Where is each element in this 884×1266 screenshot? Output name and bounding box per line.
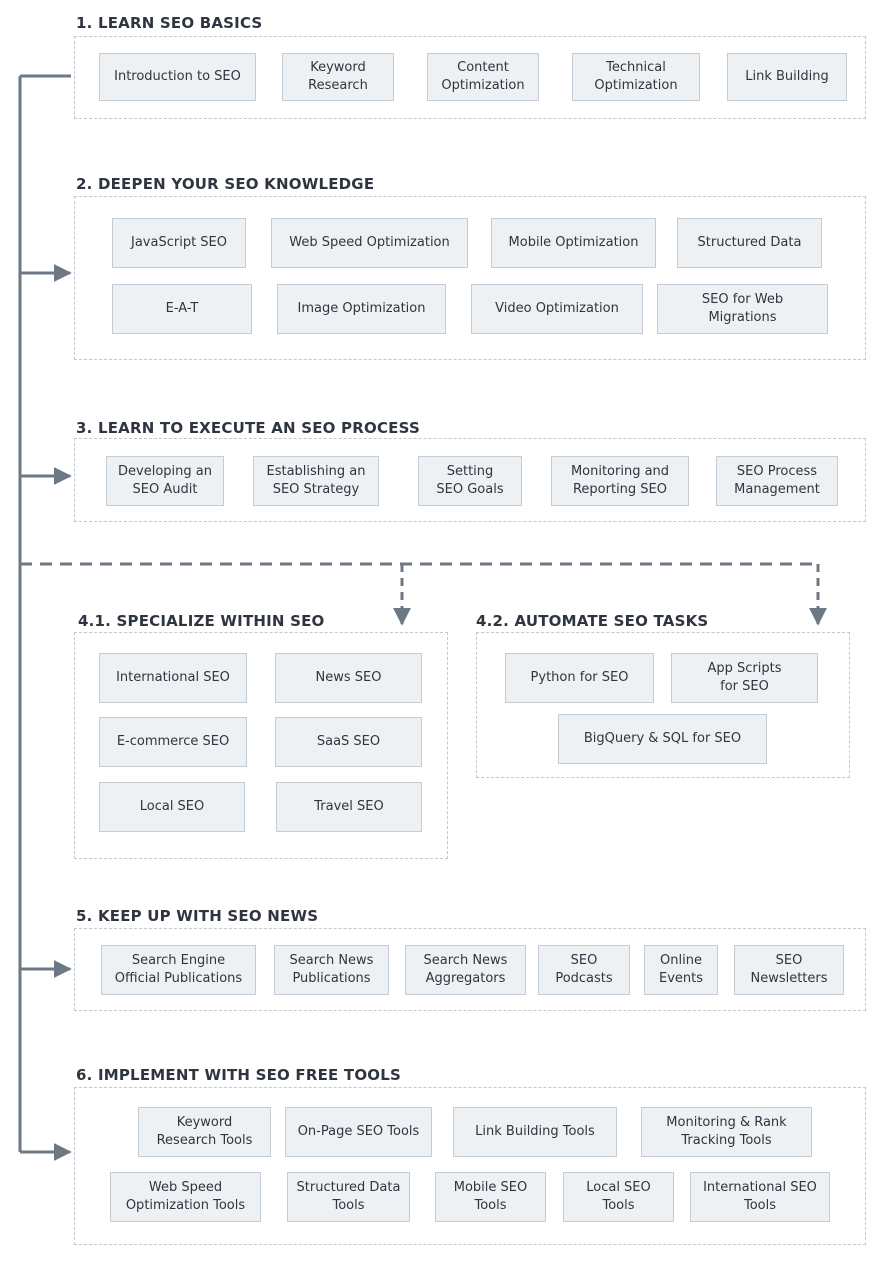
section-6-heading: 6. IMPLEMENT WITH SEO FREE TOOLS: [76, 1066, 402, 1084]
node-seo-process-management[interactable]: SEO Process Management: [716, 456, 838, 506]
section-4-1-heading: 4.1. SPECIALIZE WITHIN SEO: [78, 612, 325, 630]
node-search-news-aggregators[interactable]: Search News Aggregators: [405, 945, 526, 995]
node-search-engine-official-publications[interactable]: Search Engine Official Publications: [101, 945, 256, 995]
node-online-events[interactable]: Online Events: [644, 945, 718, 995]
node-python-for-seo[interactable]: Python for SEO: [505, 653, 654, 703]
node-setting-seo-goals[interactable]: Setting SEO Goals: [418, 456, 522, 506]
node-establishing-seo-strategy[interactable]: Establishing an SEO Strategy: [253, 456, 379, 506]
node-structured-data[interactable]: Structured Data: [677, 218, 822, 268]
node-search-news-publications[interactable]: Search News Publications: [274, 945, 389, 995]
node-international-seo[interactable]: International SEO: [99, 653, 247, 703]
section-1-heading: 1. LEARN SEO BASICS: [76, 14, 263, 32]
section-4-2-container: [476, 632, 850, 778]
node-travel-seo[interactable]: Travel SEO: [276, 782, 422, 832]
node-e-a-t[interactable]: E-A-T: [112, 284, 252, 334]
node-link-building[interactable]: Link Building: [727, 53, 847, 101]
node-saas-seo[interactable]: SaaS SEO: [275, 717, 422, 767]
node-international-seo-tools[interactable]: International SEO Tools: [690, 1172, 830, 1222]
section-1-container: [74, 36, 866, 119]
node-keyword-research-tools[interactable]: Keyword Research Tools: [138, 1107, 271, 1157]
node-technical-optimization[interactable]: Technical Optimization: [572, 53, 700, 101]
node-on-page-seo-tools[interactable]: On-Page SEO Tools: [285, 1107, 432, 1157]
section-4-1-container: [74, 632, 448, 859]
section-5-container: [74, 928, 866, 1011]
node-web-speed-optimization-tools[interactable]: Web Speed Optimization Tools: [110, 1172, 261, 1222]
node-seo-newsletters[interactable]: SEO Newsletters: [734, 945, 844, 995]
node-content-optimization[interactable]: Content Optimization: [427, 53, 539, 101]
node-developing-seo-audit[interactable]: Developing an SEO Audit: [106, 456, 224, 506]
node-javascript-seo[interactable]: JavaScript SEO: [112, 218, 246, 268]
section-5-heading: 5. KEEP UP WITH SEO NEWS: [76, 907, 319, 925]
node-local-seo[interactable]: Local SEO: [99, 782, 245, 832]
section-3-heading: 3. LEARN TO EXECUTE AN SEO PROCESS: [76, 419, 420, 437]
node-keyword-research[interactable]: Keyword Research: [282, 53, 394, 101]
node-web-speed-optimization[interactable]: Web Speed Optimization: [271, 218, 468, 268]
node-mobile-seo-tools[interactable]: Mobile SEO Tools: [435, 1172, 546, 1222]
node-image-optimization[interactable]: Image Optimization: [277, 284, 446, 334]
node-monitoring-rank-tracking-tools[interactable]: Monitoring & Rank Tracking Tools: [641, 1107, 812, 1157]
node-video-optimization[interactable]: Video Optimization: [471, 284, 643, 334]
section-3-container: [74, 438, 866, 522]
node-link-building-tools[interactable]: Link Building Tools: [453, 1107, 617, 1157]
node-news-seo[interactable]: News SEO: [275, 653, 422, 703]
node-seo-for-web-migrations[interactable]: SEO for Web Migrations: [657, 284, 828, 334]
section-2-heading: 2. DEEPEN YOUR SEO KNOWLEDGE: [76, 175, 375, 193]
section-6-container: [74, 1087, 866, 1245]
node-bigquery-sql-for-seo[interactable]: BigQuery & SQL for SEO: [558, 714, 767, 764]
node-app-scripts-for-seo[interactable]: App Scripts for SEO: [671, 653, 818, 703]
section-2-container: [74, 196, 866, 360]
section-4-2-heading: 4.2. AUTOMATE SEO TASKS: [476, 612, 709, 630]
node-local-seo-tools[interactable]: Local SEO Tools: [563, 1172, 674, 1222]
node-introduction-to-seo[interactable]: Introduction to SEO: [99, 53, 256, 101]
node-e-commerce-seo[interactable]: E-commerce SEO: [99, 717, 247, 767]
node-monitoring-reporting-seo[interactable]: Monitoring and Reporting SEO: [551, 456, 689, 506]
node-mobile-optimization[interactable]: Mobile Optimization: [491, 218, 656, 268]
node-seo-podcasts[interactable]: SEO Podcasts: [538, 945, 630, 995]
node-structured-data-tools[interactable]: Structured Data Tools: [287, 1172, 410, 1222]
